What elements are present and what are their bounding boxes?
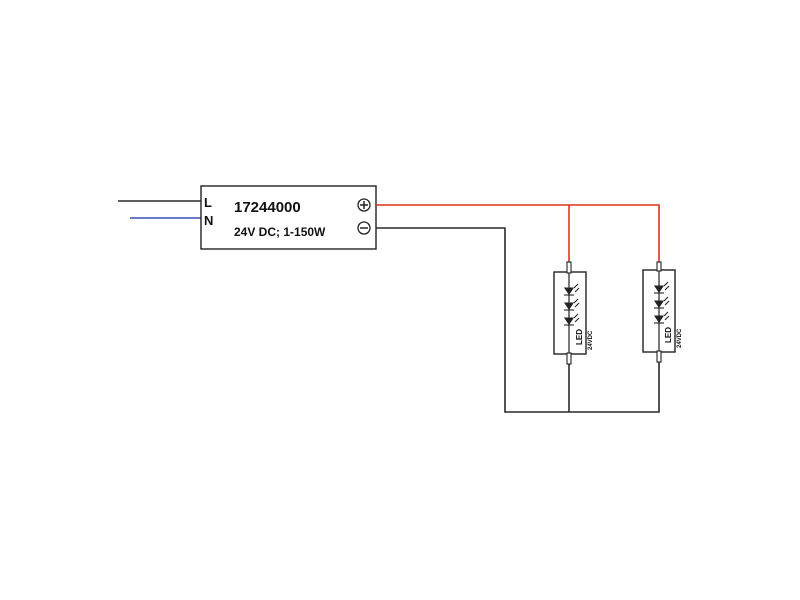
led-module-voltage: 24VDC (677, 328, 683, 348)
minus-terminal-icon (357, 221, 371, 235)
led-module-housing (553, 271, 587, 355)
led-driver: L N 17244000 24V DC; 1-150W (200, 185, 377, 250)
led-module-label: LED (575, 329, 584, 345)
input-l-label: L (204, 195, 212, 210)
input-n-label: N (204, 213, 213, 228)
driver-model: 17244000 (234, 199, 301, 216)
driver-rating: 24V DC; 1-150W (234, 225, 326, 239)
led-module-2: LED 24VDC (642, 261, 683, 363)
led-diode-icon (653, 281, 670, 324)
negative-output-wiring (376, 227, 660, 413)
led-module-label: LED (664, 327, 673, 343)
positive-output-wiring (376, 204, 660, 262)
led-module-1: LED 24VDC (553, 261, 594, 365)
led-module-voltage: 24VDC (588, 330, 594, 350)
plus-terminal-icon (357, 198, 371, 212)
driver-housing (200, 185, 377, 250)
led-diode-icon (563, 283, 580, 326)
